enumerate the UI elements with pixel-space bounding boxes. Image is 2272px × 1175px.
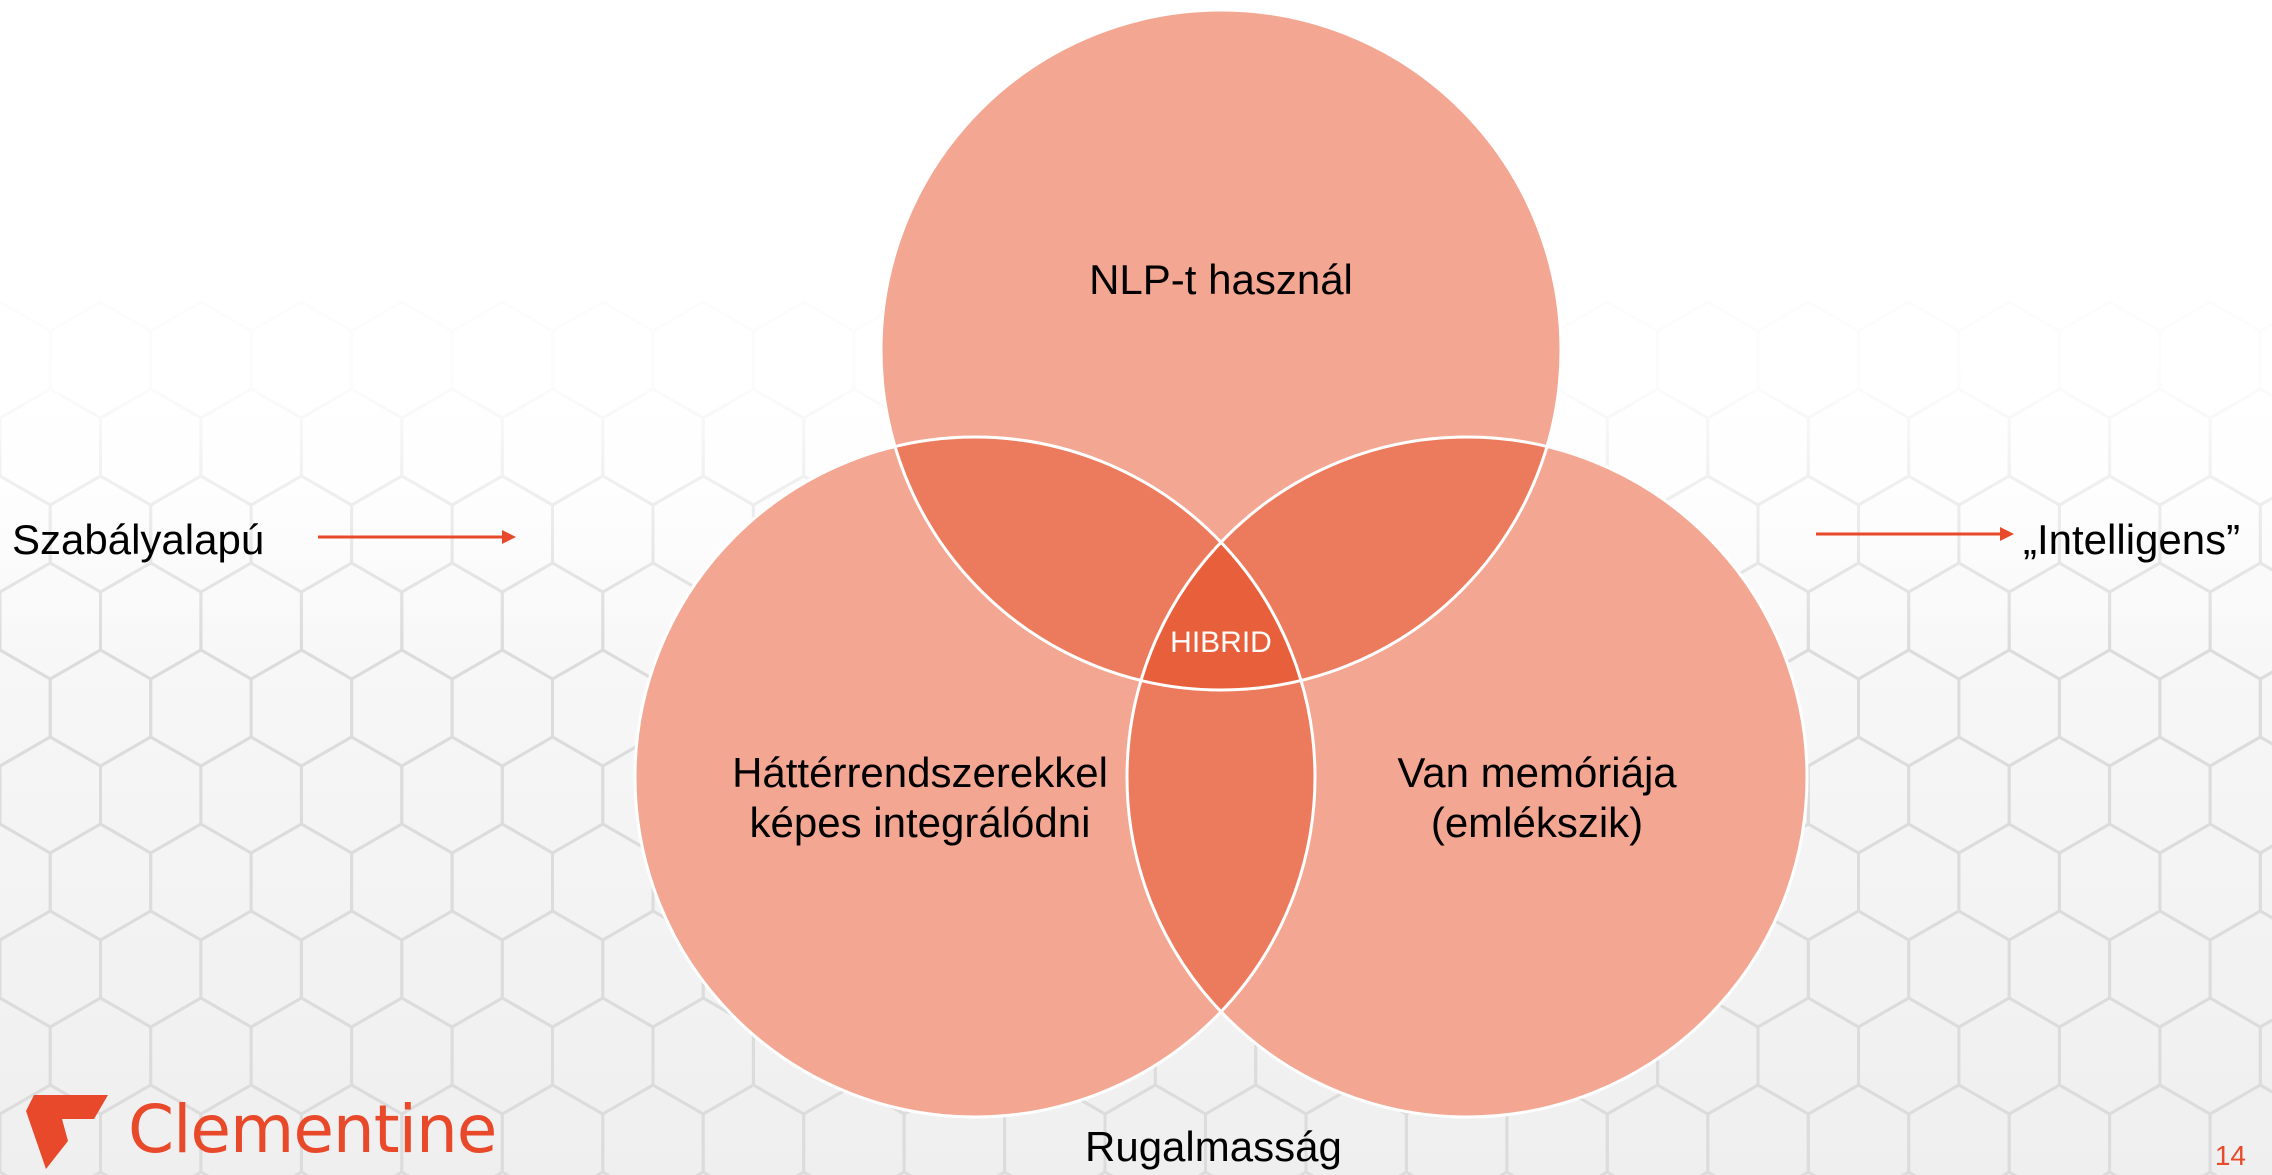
left-label: Szabályalapú [12, 516, 265, 563]
circle-right-label: Van memóriája (emlékszik) [1257, 748, 1817, 848]
circle-top-outline [879, 8, 1563, 692]
circle-left-label-line1: Háttérrendszerekkel [732, 749, 1108, 796]
right-label: „Intelligens” [2023, 516, 2241, 563]
circle-right-label-line2: (emlékszik) [1430, 799, 1644, 846]
clementine-logo-icon [26, 1095, 108, 1169]
circle-right-outline [1125, 435, 1809, 1119]
clementine-logo: Clementine [24, 1085, 497, 1175]
circle-left-label-line2: képes integrálódni [749, 799, 1091, 846]
overlap-top-left [881, 437, 1315, 690]
circle-right-label-line1: Van memóriája [1397, 749, 1677, 796]
logo-text: Clementine [128, 1091, 497, 1168]
overlap-top-right [1127, 437, 1561, 690]
circle-left-label: Háttérrendszerekkel képes integrálódni [640, 748, 1200, 848]
left-arrow-icon [318, 530, 516, 544]
right-arrow-icon [1816, 527, 2014, 541]
circle-top-label: NLP-t használ [1021, 255, 1421, 305]
center-label: HIBRID [1170, 626, 1272, 659]
page-number: 14 [2214, 1140, 2246, 1171]
bottom-label: Rugalmasság [1085, 1123, 1342, 1170]
circle-left-outline [633, 435, 1317, 1119]
circle-top-label-text: NLP-t használ [1089, 256, 1353, 303]
